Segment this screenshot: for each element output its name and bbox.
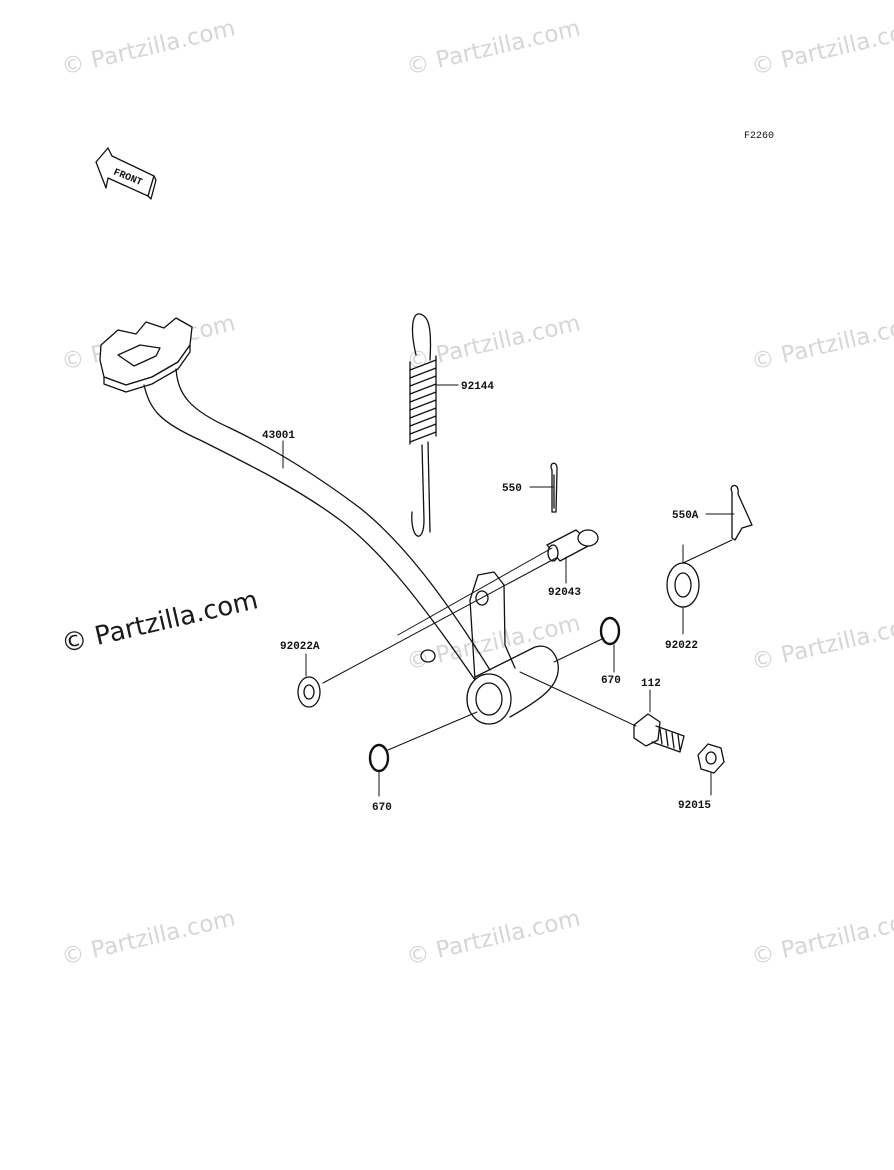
part-label-92022A: 92022A [280, 641, 320, 653]
assembly-lines [322, 539, 733, 751]
clevis-pin-92043 [546, 529, 599, 562]
bolt-112 [633, 713, 685, 753]
washer-92022 [666, 562, 700, 608]
return-spring-92144 [409, 313, 437, 537]
part-label-92022: 92022 [665, 640, 698, 652]
part-label-550: 550 [502, 483, 522, 495]
part-label-92144: 92144 [461, 381, 494, 393]
part-label-112: 112 [641, 678, 661, 690]
figure-code: F2260 [744, 131, 775, 142]
leader-lines [282, 384, 735, 797]
cotter-pin-550A [730, 484, 753, 541]
cotter-pin-550 [550, 462, 558, 513]
washer-92022A [297, 676, 321, 708]
part-label-670-right: 670 [601, 675, 621, 687]
brake-pedal-43001 [99, 317, 559, 725]
part-label-43001: 43001 [262, 430, 295, 442]
part-label-92015: 92015 [678, 800, 711, 812]
o-ring-670-left [368, 743, 390, 773]
nut-92015 [697, 743, 725, 774]
part-label-92043: 92043 [548, 587, 581, 599]
o-ring-670-right [599, 616, 621, 646]
front-arrow-icon: FRONT [95, 147, 157, 200]
part-label-550A: 550A [672, 510, 699, 522]
part-label-670-left: 670 [372, 802, 392, 814]
